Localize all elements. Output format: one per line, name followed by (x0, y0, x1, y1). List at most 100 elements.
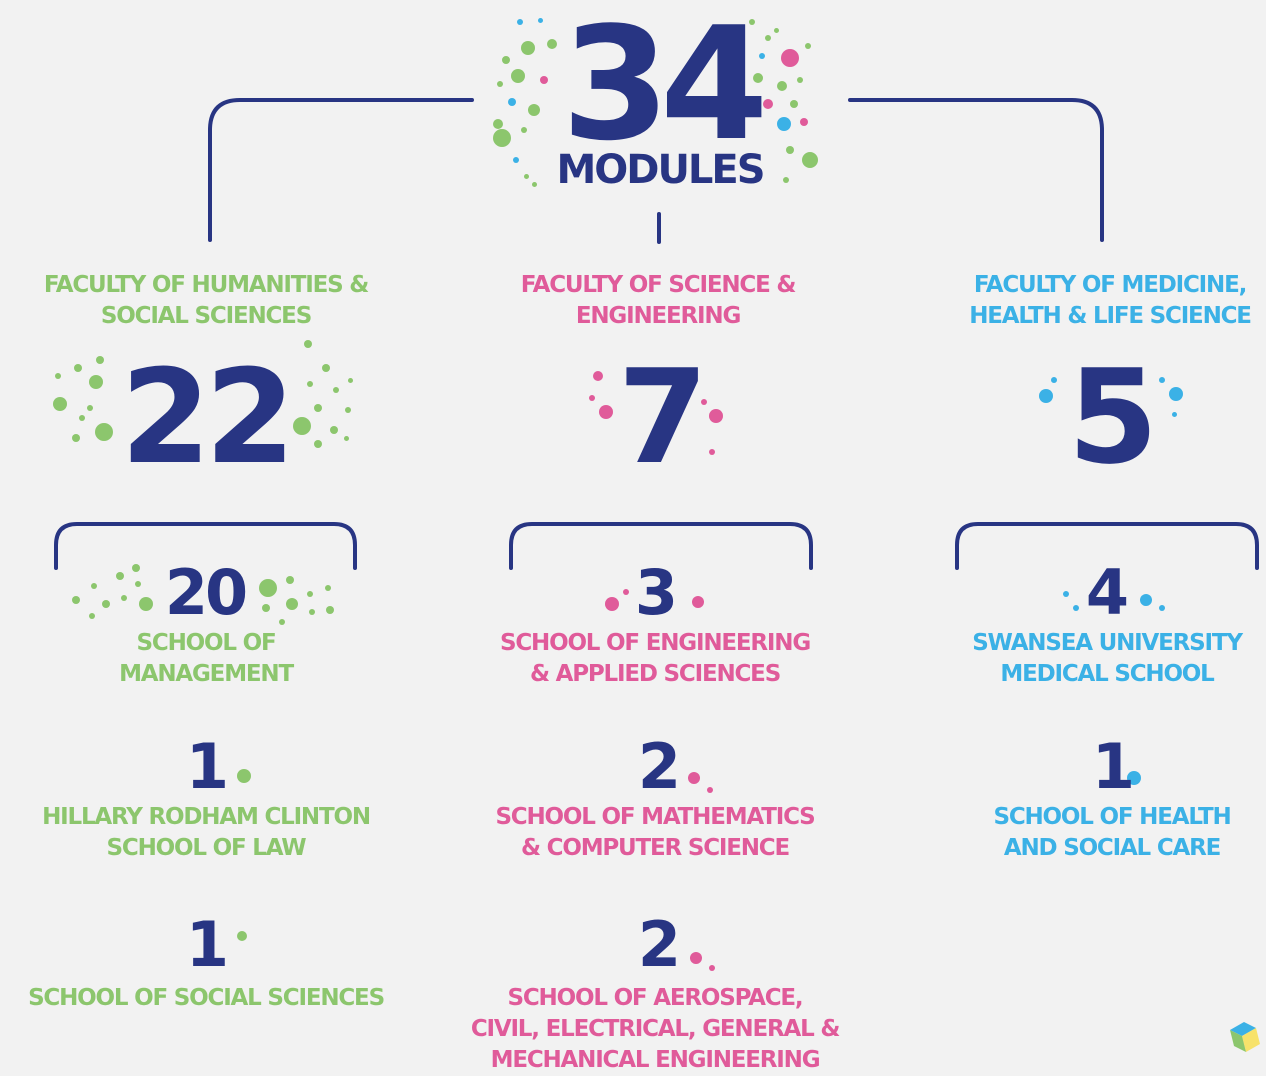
decorative-dot (511, 69, 525, 83)
decorative-dot (345, 407, 351, 413)
decorative-dot (802, 152, 818, 168)
decorative-dot (309, 609, 315, 615)
school-aerospace-name: SCHOOL OF AEROSPACE, CIVIL, ELECTRICAL, … (470, 985, 841, 1073)
decorative-dot (72, 596, 80, 604)
decorative-dot (707, 787, 713, 793)
school-medical-count: 4 (1085, 556, 1129, 629)
decorative-dot (343, 435, 349, 441)
decorative-dot (701, 399, 707, 405)
decorative-dot (593, 371, 603, 381)
decorative-dot (783, 177, 789, 183)
decorative-dot (314, 440, 322, 448)
decorative-dot (314, 404, 322, 412)
decorative-dot (781, 49, 799, 67)
decorative-dot (53, 397, 67, 411)
decorative-dot (753, 73, 763, 83)
decorative-dot (79, 415, 85, 421)
decorative-dot (87, 405, 93, 411)
decorative-dot (1171, 411, 1177, 417)
faculty-humanities-count: 22 (120, 341, 296, 493)
decorative-dot (132, 564, 140, 572)
decorative-dot (116, 572, 124, 580)
school-social-sciences-count: 1 (185, 908, 229, 981)
decorative-dot (237, 769, 251, 783)
decorative-dot (330, 426, 338, 434)
faculty-science-count: 7 (617, 341, 708, 493)
connector-right (848, 98, 1104, 242)
decorative-dot (1051, 377, 1057, 383)
decorative-dot (502, 56, 510, 64)
decorative-dot (304, 340, 312, 348)
decorative-dot (749, 19, 755, 25)
decorative-dot (89, 613, 95, 619)
decorative-dot (102, 600, 110, 608)
decorative-dot (1140, 594, 1152, 606)
school-law-count: 1 (185, 730, 229, 803)
decorative-dot (493, 119, 503, 129)
decorative-dot (773, 27, 779, 33)
decorative-dot (599, 405, 613, 419)
decorative-dot (531, 181, 537, 187)
school-mathematics-count: 2 (637, 730, 681, 803)
decorative-dot (139, 597, 153, 611)
decorative-dot (322, 364, 330, 372)
decorative-dot (135, 581, 141, 587)
decorative-dot (547, 39, 557, 49)
decorative-dot (325, 585, 331, 591)
bracket-left (54, 522, 357, 570)
decorative-dot (528, 104, 540, 116)
decorative-dot (1063, 591, 1069, 597)
decorative-dot (800, 118, 808, 126)
total-modules-count: 34 (561, 0, 768, 175)
decorative-dot (74, 364, 82, 372)
decorative-dot (537, 17, 543, 23)
decorative-dot (765, 35, 771, 41)
faculty-humanities-name: FACULTY OF HUMANITIES & SOCIAL SCIENCES (43, 272, 370, 329)
decorative-dot (790, 100, 798, 108)
school-management-name: SCHOOL OF MANAGEMENT (119, 630, 294, 687)
bracket-right (955, 522, 1259, 570)
decorative-dot (91, 583, 97, 589)
decorative-dot (759, 53, 765, 59)
cube-logo-icon (1230, 1022, 1260, 1052)
faculty-medicine-count: 5 (1067, 341, 1158, 493)
decorative-dot (589, 395, 595, 401)
decorative-dot (326, 606, 334, 614)
decorative-dot (805, 43, 811, 49)
decorative-dot (286, 598, 298, 610)
decorative-dot (307, 381, 313, 387)
decorative-dot (55, 373, 61, 379)
decorative-dot (523, 173, 529, 179)
school-medical-name: SWANSEA UNIVERSITY MEDICAL SCHOOL (972, 630, 1243, 687)
decorative-dot (692, 596, 704, 608)
faculty-medicine-name: FACULTY OF MEDICINE, HEALTH & LIFE SCIEN… (969, 272, 1252, 329)
school-social-sciences-name: SCHOOL OF SOCIAL SCIENCES (28, 985, 385, 1011)
decorative-dot (121, 595, 127, 601)
faculty-science-name: FACULTY OF SCIENCE & ENGINEERING (520, 272, 797, 329)
decorative-dot (1073, 605, 1079, 611)
decorative-dot (286, 576, 294, 584)
school-engineering-count: 3 (634, 556, 678, 629)
decorative-dot (96, 356, 104, 364)
decorative-dot (540, 76, 548, 84)
decorative-dot (237, 931, 247, 941)
decorative-dot (688, 772, 700, 784)
decorative-dot (623, 589, 629, 595)
decorative-dot (493, 129, 511, 147)
decorative-dot (786, 146, 794, 154)
decorative-dot (497, 81, 503, 87)
decorative-dot (709, 449, 715, 455)
decorative-dot (709, 409, 723, 423)
decorative-dot (709, 965, 715, 971)
decorative-dot (347, 377, 353, 383)
decorative-dot (262, 604, 270, 612)
decorative-dot (89, 375, 103, 389)
decorative-dot (1159, 377, 1165, 383)
school-management-count: 20 (164, 556, 248, 629)
decorative-dot (521, 127, 527, 133)
decorative-dot (72, 434, 80, 442)
decorative-dot (1039, 389, 1053, 403)
decorative-dot (307, 591, 313, 597)
decorative-dot (333, 387, 339, 393)
